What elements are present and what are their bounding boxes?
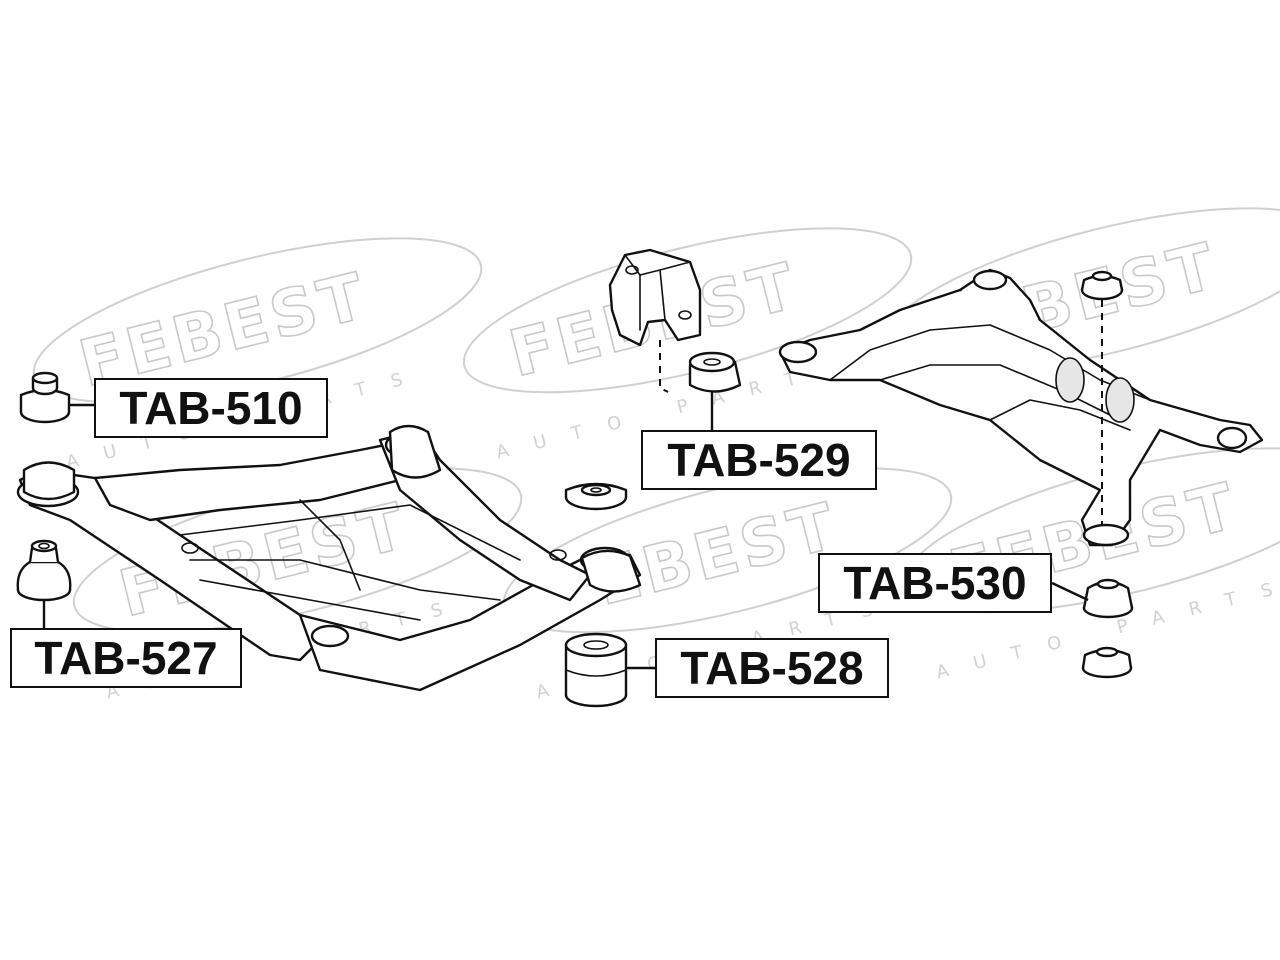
bushing-tab-529	[688, 351, 742, 393]
rear-subframe-illustration	[778, 268, 1264, 547]
front-subframe-strut-c	[199, 579, 421, 621]
bushing-tab-527	[16, 539, 72, 602]
rear-top-washer	[1080, 270, 1124, 301]
rear-bottom-washer	[1081, 646, 1133, 679]
rear-subframe-inner-a	[829, 324, 1151, 401]
part-label-tab-530[interactable]: TAB-530	[818, 553, 1052, 613]
bushing-tab-510	[19, 371, 71, 424]
bracket-tab-529	[608, 248, 702, 347]
rear-subframe-mount-top	[972, 269, 1008, 291]
part-label-tab-527[interactable]: TAB-527	[10, 628, 242, 688]
front-subframe-hole-b	[549, 549, 567, 561]
dash-tab-529	[659, 340, 669, 393]
front-subframe-left-rail	[18, 468, 322, 662]
rear-subframe-mount-left	[778, 340, 818, 364]
front-subframe-strut-b	[189, 559, 501, 601]
rear-subframe-inner-b	[879, 364, 1121, 421]
rear-subframe-cylinder-b	[1105, 377, 1135, 423]
part-label-tab-528[interactable]: TAB-528	[655, 638, 889, 698]
leader-tab-530	[1051, 581, 1089, 602]
front-subframe-mount-front-left-body	[22, 461, 76, 501]
front-subframe-mount-rear-right-body	[580, 549, 642, 593]
rear-subframe-mount-right	[1216, 426, 1248, 450]
front-subframe-mount-rear-left	[310, 624, 350, 648]
front-subframe-strut-a	[179, 504, 521, 561]
rear-subframe-mount-bottom	[1082, 523, 1130, 547]
bushing-tab-528-washer	[564, 482, 628, 511]
bushing-tab-530	[1082, 578, 1134, 619]
rear-subframe-inner-c	[989, 399, 1131, 431]
part-label-tab-529[interactable]: TAB-529	[641, 430, 877, 490]
front-subframe-mount-top-body	[388, 424, 442, 479]
rear-subframe-cylinder-a	[1055, 357, 1085, 403]
bushing-tab-528	[564, 632, 628, 708]
front-subframe-hole-a	[181, 542, 199, 554]
front-subframe-strut-d	[299, 499, 361, 591]
front-subframe-illustration	[16, 424, 642, 692]
part-label-tab-510[interactable]: TAB-510	[94, 378, 328, 438]
